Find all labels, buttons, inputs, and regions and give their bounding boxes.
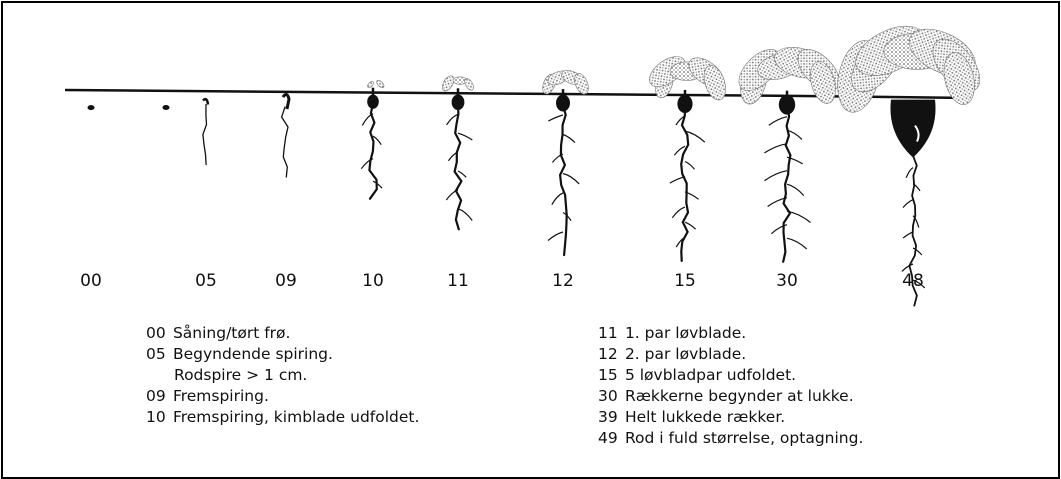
stage-label-05: 05 [195,271,217,291]
legend-code: 49 [598,428,620,449]
plant-stage-05 [163,99,209,164]
legend-text: Rækkerne begynder at lukke. [625,387,854,405]
legend-item: 39 Helt lukkede rækker. [598,407,863,428]
legend-text: Såning/tørt frø. [173,324,291,342]
legend-item: 30 Rækkerne begynder at lukke. [598,386,863,407]
legend-item: 12 2. par løvblade. [598,344,863,365]
legend-text: Helt lukkede rækker. [625,408,785,426]
plant-stage-00 [88,105,95,110]
legend-left: 00 Såning/tørt frø.05 Begyndende spiring… [146,323,419,428]
stage-label-12: 12 [552,271,574,291]
legend-text: Fremspiring, kimblade udfoldet. [173,408,420,426]
stage-label-10: 10 [362,271,384,291]
legend-item: 49 Rod i fuld størrelse, optagning. [598,428,863,449]
legend-text: 2. par løvblade. [625,345,746,363]
legend-code: 15 [598,365,620,386]
plant-stage-10 [361,79,385,199]
stage-label-00: 00 [80,271,102,291]
legend-code: 10 [146,407,168,428]
legend-text: Begyndende spiring. [173,345,333,363]
plant-stage-11 [440,74,475,229]
plant-stage-30 [732,42,847,262]
plant-stage-48 [831,16,989,306]
legend-code: 11 [598,323,620,344]
plant-stage-15 [644,50,729,260]
legend-text: 1. par løvblade. [625,324,746,342]
legend-right: 11 1. par løvblade.12 2. par løvblade.15… [598,323,863,449]
legend-item: 10 Fremspiring, kimblade udfoldet. [146,407,419,428]
stage-label-09: 09 [275,271,297,291]
legend-item: 11 1. par løvblade. [598,323,863,344]
legend-item: 09 Fremspiring. [146,386,419,407]
legend-code: 09 [146,386,168,407]
legend-text: 5 løvbladpar udfoldet. [625,366,796,384]
plant-stage-12 [540,68,591,255]
legend-code: 12 [598,344,620,365]
legend-item: 05 Begyndende spiring. [146,344,419,365]
stage-label-30: 30 [776,271,798,291]
plant-stage-09 [282,94,289,177]
legend-code: 00 [146,323,168,344]
legend-item: 15 5 løvbladpar udfoldet. [598,365,863,386]
stage-label-11: 11 [447,271,469,291]
stage-label-48: 48 [902,271,924,291]
stage-label-15: 15 [674,271,696,291]
legend-item: 00 Såning/tørt frø. [146,323,419,344]
legend-text: Rodspire > 1 cm. [174,366,307,384]
legend-text: Fremspiring. [173,387,269,405]
legend-code: 30 [598,386,620,407]
legend-text: Rod i fuld størrelse, optagning. [625,429,863,447]
legend-item: Rodspire > 1 cm. [146,365,419,386]
legend-code: 39 [598,407,620,428]
legend-code: 05 [146,344,168,365]
